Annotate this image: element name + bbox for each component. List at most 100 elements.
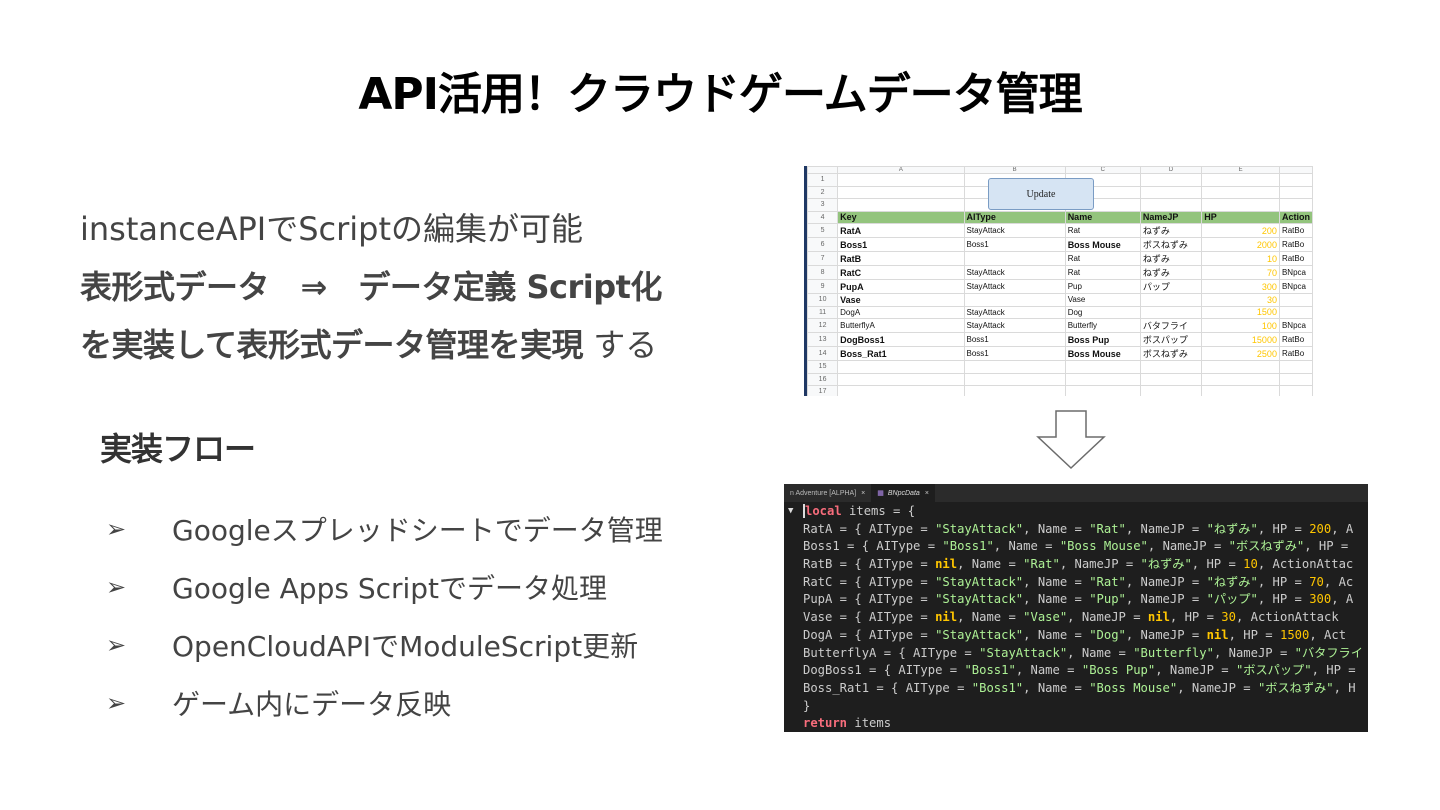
column-letter[interactable] [1278, 166, 1313, 174]
code-area[interactable]: ▼local items = {RatA = { AIType = "StayA… [784, 502, 1368, 732]
fold-arrow-icon[interactable]: ▼ [788, 506, 794, 516]
name-cell[interactable]: Vase [1064, 293, 1141, 307]
aitype-cell[interactable]: StayAttack [963, 279, 1066, 294]
code-line[interactable]: ButterflyA = { AIType = "StayAttack", Na… [784, 645, 1368, 663]
code-line[interactable]: Boss1 = { AIType = "Boss1", Name = "Boss… [784, 538, 1368, 556]
action-cell[interactable] [1278, 305, 1313, 319]
name-cell[interactable]: Boss Mouse [1064, 346, 1141, 361]
name-cell[interactable]: Pup [1064, 279, 1141, 294]
header-cell[interactable]: Name [1064, 210, 1141, 224]
aitype-cell[interactable]: StayAttack [963, 305, 1066, 319]
namejp-cell[interactable]: ねずみ [1139, 251, 1203, 266]
code-line[interactable]: ▼local items = { [784, 503, 1368, 521]
hp-cell[interactable]: 2000 [1201, 237, 1280, 252]
namejp-cell[interactable]: ねずみ [1139, 223, 1203, 238]
hp-cell[interactable]: 300 [1201, 279, 1280, 294]
column-letter[interactable]: D [1139, 166, 1203, 174]
header-cell[interactable]: Key [837, 210, 965, 224]
close-icon[interactable]: × [861, 489, 866, 497]
key-cell[interactable]: Boss1 [837, 237, 965, 252]
action-cell[interactable]: RatBo [1278, 251, 1313, 266]
code-token: , Name = [1067, 645, 1134, 660]
action-cell[interactable]: RatBo [1278, 332, 1313, 347]
code-line[interactable]: Boss_Rat1 = { AIType = "Boss1", Name = "… [784, 680, 1368, 698]
code-line[interactable]: RatB = { AIType = nil, Name = "Rat", Nam… [784, 556, 1368, 574]
aitype-cell[interactable]: StayAttack [963, 318, 1066, 333]
hp-cell[interactable]: 2500 [1201, 346, 1280, 361]
hp-cell[interactable]: 200 [1201, 223, 1280, 238]
name-cell[interactable]: Dog [1064, 305, 1141, 319]
column-letter[interactable]: E [1201, 166, 1280, 174]
hp-cell[interactable]: 30 [1201, 293, 1280, 307]
action-cell[interactable] [1278, 293, 1313, 307]
slide-title: API活用！クラウドゲームデータ管理 [358, 69, 1082, 120]
code-line[interactable]: RatA = { AIType = "StayAttack", Name = "… [784, 521, 1368, 539]
namejp-cell[interactable] [1139, 293, 1203, 307]
namejp-cell[interactable]: ボスねずみ [1139, 237, 1203, 252]
action-cell[interactable]: BNpca [1278, 318, 1313, 333]
column-letter[interactable]: C [1064, 166, 1141, 174]
action-cell[interactable]: RatBo [1278, 346, 1313, 361]
key-cell[interactable]: DogA [837, 305, 965, 319]
aitype-cell[interactable] [963, 293, 1066, 307]
code-token: Boss_Rat1 = { AIType = [803, 680, 972, 695]
name-cell[interactable]: Boss Mouse [1064, 237, 1141, 252]
name-cell[interactable]: Rat [1064, 251, 1141, 266]
hp-cell[interactable]: 10 [1201, 251, 1280, 266]
editor-tab-active[interactable]: ▦BNpcData× [871, 484, 935, 502]
editor-tab[interactable]: n Adventure [ALPHA]× [784, 484, 871, 502]
key-cell[interactable]: RatB [837, 251, 965, 266]
key-cell[interactable]: Boss_Rat1 [837, 346, 965, 361]
header-cell[interactable]: NameJP [1139, 210, 1203, 224]
action-cell[interactable]: RatBo [1278, 237, 1313, 252]
key-cell[interactable]: DogBoss1 [837, 332, 965, 347]
update-button[interactable]: Update [988, 178, 1094, 210]
header-cell[interactable]: HP [1201, 210, 1280, 224]
namejp-cell[interactable]: バタフライ [1139, 318, 1203, 333]
key-cell[interactable]: ButterflyA [837, 318, 965, 333]
aitype-cell[interactable]: Boss1 [963, 237, 1066, 252]
key-cell[interactable]: RatC [837, 265, 965, 280]
aitype-cell[interactable]: StayAttack [963, 265, 1066, 280]
namejp-cell[interactable]: パップ [1139, 279, 1203, 294]
code-line[interactable]: Vase = { AIType = nil, Name = "Vase", Na… [784, 609, 1368, 627]
aitype-cell[interactable]: StayAttack [963, 223, 1066, 238]
action-cell[interactable]: BNpca [1278, 279, 1313, 294]
hp-cell[interactable]: 1500 [1201, 305, 1280, 319]
namejp-cell[interactable]: ボスねずみ [1139, 346, 1203, 361]
row-number: 17 [807, 385, 839, 396]
name-cell[interactable]: Butterfly [1064, 318, 1141, 333]
key-cell[interactable]: RatA [837, 223, 965, 238]
action-cell[interactable]: BNpca [1278, 265, 1313, 280]
header-cell[interactable]: Action [1278, 210, 1313, 224]
name-cell[interactable]: Rat [1064, 223, 1141, 238]
code-line[interactable]: PupA = { AIType = "StayAttack", Name = "… [784, 591, 1368, 609]
namejp-cell[interactable]: ねずみ [1139, 265, 1203, 280]
aitype-cell[interactable] [963, 251, 1066, 266]
name-cell[interactable]: Rat [1064, 265, 1141, 280]
key-cell[interactable]: Vase [837, 293, 965, 307]
aitype-cell[interactable]: Boss1 [963, 346, 1066, 361]
namejp-cell[interactable] [1139, 305, 1203, 319]
code-token: "Rat" [1023, 557, 1060, 572]
close-icon[interactable]: × [924, 489, 929, 497]
code-line[interactable]: } [784, 698, 1368, 716]
name-cell[interactable]: Boss Pup [1064, 332, 1141, 347]
aitype-cell[interactable]: Boss1 [963, 332, 1066, 347]
column-letter[interactable]: B [963, 166, 1066, 174]
hp-cell[interactable]: 100 [1201, 318, 1280, 333]
hp-cell[interactable]: 15000 [1201, 332, 1280, 347]
code-line[interactable]: RatC = { AIType = "StayAttack", Name = "… [784, 574, 1368, 592]
code-line[interactable]: DogBoss1 = { AIType = "Boss1", Name = "B… [784, 662, 1368, 680]
key-cell[interactable]: PupA [837, 279, 965, 294]
header-cell[interactable]: AIType [963, 210, 1066, 224]
namejp-cell[interactable]: ボスパップ [1139, 332, 1203, 347]
code-line[interactable]: DogA = { AIType = "StayAttack", Name = "… [784, 627, 1368, 645]
hp-cell[interactable]: 70 [1201, 265, 1280, 280]
column-letter[interactable]: A [837, 166, 965, 174]
action-cell[interactable]: RatBo [1278, 223, 1313, 238]
code-line[interactable]: return items [784, 715, 1368, 732]
